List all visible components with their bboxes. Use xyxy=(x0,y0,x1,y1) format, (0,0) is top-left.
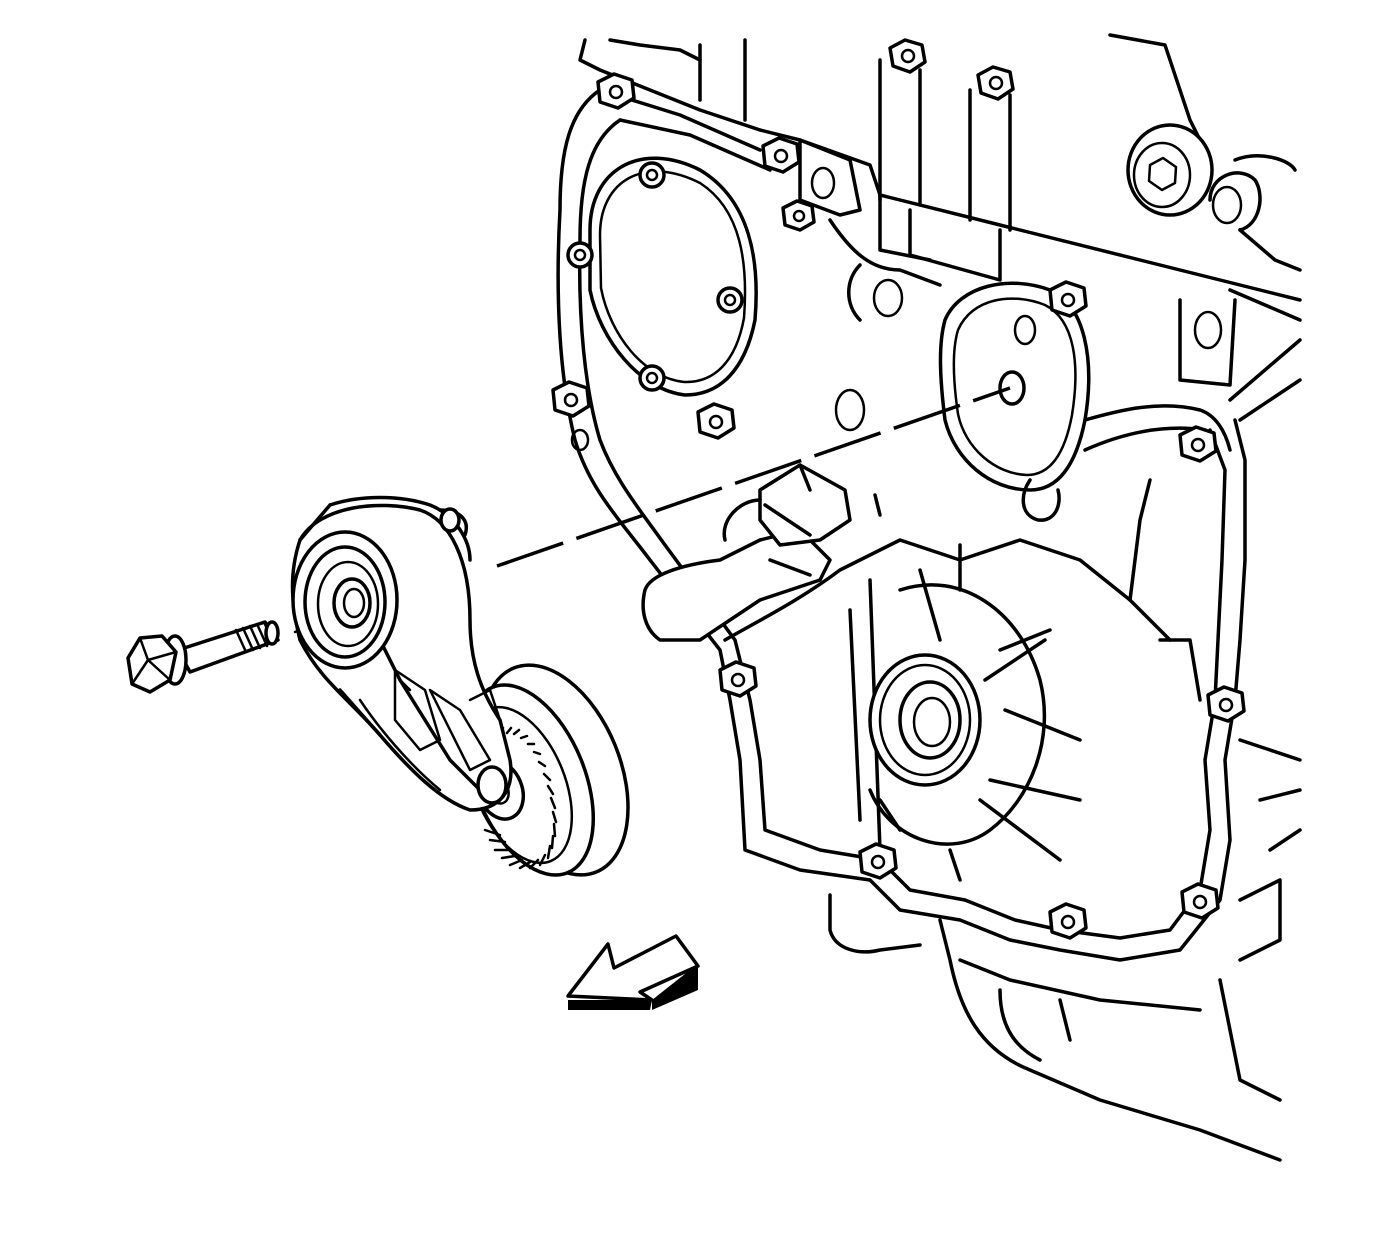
cover-bolt-1 xyxy=(638,161,666,189)
block-bolt-top-2 xyxy=(976,65,1015,101)
crankshaft-front-seal xyxy=(848,543,1082,882)
drive-belt-tensioner xyxy=(290,495,630,877)
removal-direction-arrow xyxy=(566,934,700,1010)
cover-hex-bolt-4 xyxy=(551,380,591,418)
right-hex-bolt-3 xyxy=(1180,882,1220,920)
cover-hex-bolt-3 xyxy=(781,199,816,232)
oil-pan xyxy=(718,660,1302,1162)
block-bolt-top-1 xyxy=(888,38,927,74)
pan-bolt-1 xyxy=(858,842,898,880)
cover-bolt-3 xyxy=(716,286,744,314)
right-hex-bolt-1 xyxy=(1178,425,1218,463)
block-boss-hex-socket xyxy=(1126,123,1214,217)
cover-hex-bolt-5 xyxy=(696,402,736,440)
right-hex-bolt-2 xyxy=(1206,685,1246,723)
pan-bolt-3 xyxy=(718,660,758,698)
cover-hex-bolt-1 xyxy=(596,72,636,110)
tensioner-pivot xyxy=(291,530,399,670)
camshaft-access-cover xyxy=(566,156,758,397)
pan-bolt-2 xyxy=(1048,902,1088,940)
tensioner-mounting-boss xyxy=(641,463,852,642)
water-pump-housing xyxy=(938,280,1091,522)
engine-front-cover xyxy=(551,33,1302,1162)
cover-bolt-2 xyxy=(566,241,594,269)
pump-hex-bolt xyxy=(1048,280,1088,318)
cover-hex-bolt-2 xyxy=(761,136,801,174)
pulley-ribs xyxy=(483,726,558,870)
cover-bolt-4 xyxy=(638,364,666,392)
tensioner-bolt xyxy=(126,620,280,694)
